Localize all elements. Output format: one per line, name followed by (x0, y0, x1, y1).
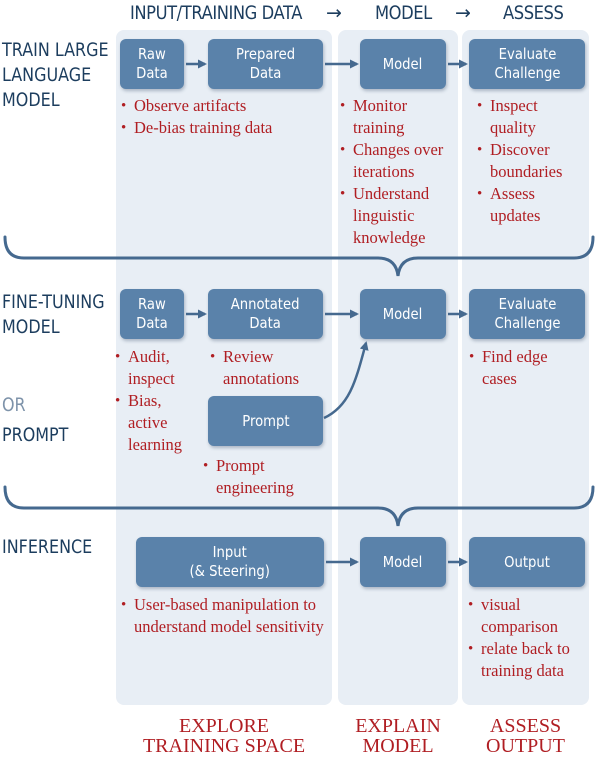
note-item: Discover boundaries (477, 139, 587, 183)
notes-train-assess: Inspect quality Discover boundaries Asse… (477, 95, 587, 227)
row-label-inference: INFERENCE (2, 536, 93, 558)
note-item: Prompt engineering (203, 455, 328, 499)
header-arrow-1: → (326, 2, 342, 24)
header-arrow-2: → (455, 2, 471, 24)
header-assess: ASSESS (503, 2, 564, 24)
note-item: visual comparison (468, 594, 592, 638)
note-item: De-bias training data (121, 117, 331, 139)
notes-ft-annotated: Review annotations (210, 346, 330, 390)
evaluate-challenge-box: Evaluate Challenge (469, 39, 585, 89)
note-item: Bias, active learning (115, 390, 203, 456)
notes-train-model: Monitor training Changes over iterations… (340, 95, 456, 249)
input-steering-label: Input (& Steering) (189, 543, 271, 580)
annotated-data-box: Annotated Data (208, 289, 323, 339)
prompt-label: Prompt (241, 411, 290, 430)
note-item: User-based manipulation to understand mo… (121, 594, 336, 638)
evaluate-challenge-label: Evaluate Challenge (494, 45, 560, 82)
model-box-inference: Model (360, 537, 446, 587)
note-item: relate back to training data (468, 638, 592, 682)
note-item: Observe artifacts (121, 95, 331, 117)
footer-assess-output: ASSESS OUTPUT (486, 715, 565, 757)
raw-data-label-ft: Raw Data (136, 295, 168, 332)
row-label-train-llm: TRAIN LARGE LANGUAGE MODEL (2, 39, 109, 111)
brace-2 (3, 485, 595, 527)
header-input-training-data: INPUT/TRAINING DATA (130, 2, 303, 24)
prepared-data-label: Prepared Data (235, 45, 296, 82)
output-box: Output (469, 537, 585, 587)
input-steering-box: Input (& Steering) (136, 537, 324, 587)
notes-train-input: Observe artifacts De-bias training data (121, 95, 331, 139)
model-label-train: Model (383, 54, 423, 73)
raw-data-label: Raw Data (136, 45, 168, 82)
raw-data-box: Raw Data (120, 39, 184, 89)
annotated-data-label: Annotated Data (231, 295, 300, 332)
footer-explore-training-space: EXPLORE TRAINING SPACE (142, 715, 306, 757)
raw-data-box-ft: Raw Data (120, 289, 184, 339)
notes-ft-raw: Audit, inspect Bias, active learning (115, 346, 203, 456)
row-label-or: OR (2, 394, 26, 416)
model-label-ft: Model (383, 304, 423, 323)
evaluate-challenge-label-ft: Evaluate Challenge (494, 295, 560, 332)
row-label-fine-tuning: FINE-TUNING MODEL (2, 291, 105, 338)
output-label: Output (504, 552, 550, 571)
header-model: MODEL (375, 2, 432, 24)
row-label-prompt: PROMPT (2, 424, 69, 446)
note-item: Find edge cases (469, 346, 581, 390)
note-item: Audit, inspect (115, 346, 203, 390)
brace-1 (3, 235, 595, 277)
prompt-box: Prompt (208, 396, 323, 446)
prepared-data-box: Prepared Data (208, 39, 323, 89)
notes-inf-input: User-based manipulation to understand mo… (121, 594, 336, 638)
model-box-ft: Model (360, 289, 446, 339)
model-box-train: Model (360, 39, 446, 89)
notes-inf-assess: visual comparison relate back to trainin… (468, 594, 592, 682)
footer-explain-model: EXPLAIN MODEL (355, 715, 441, 757)
notes-ft-assess: Find edge cases (469, 346, 581, 390)
notes-ft-prompt: Prompt engineering (203, 455, 328, 499)
evaluate-challenge-box-ft: Evaluate Challenge (469, 289, 585, 339)
model-label-inference: Model (383, 552, 423, 571)
note-item: Assess updates (477, 183, 587, 227)
note-item: Review annotations (210, 346, 330, 390)
note-item: Understand linguistic knowledge (340, 183, 456, 249)
note-item: Inspect quality (477, 95, 587, 139)
note-item: Monitor training (340, 95, 456, 139)
arrow-prompt-to-model (323, 341, 369, 420)
note-item: Changes over iterations (340, 139, 456, 183)
